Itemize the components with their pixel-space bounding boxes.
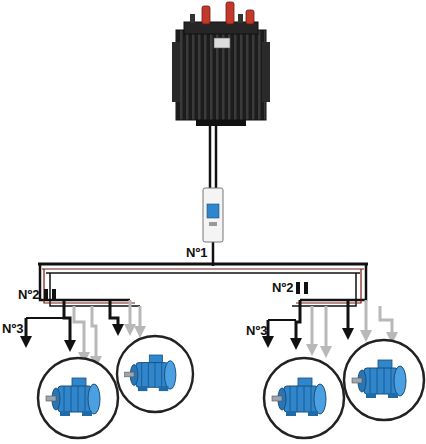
- motor: [38, 358, 118, 438]
- callout-number: Nº3: [246, 324, 267, 337]
- contactor: [44, 289, 56, 301]
- motor: [117, 336, 193, 412]
- motor: [264, 358, 344, 438]
- motor: [344, 340, 424, 420]
- contactor: [296, 282, 308, 294]
- callout-number: Nº3: [2, 322, 23, 335]
- callout-number: Nº2: [18, 288, 39, 301]
- callout-number: Nº1: [186, 246, 207, 259]
- transformer: [172, 2, 270, 126]
- callout-number: Nº2: [272, 281, 293, 294]
- circuit-breaker: [203, 188, 223, 242]
